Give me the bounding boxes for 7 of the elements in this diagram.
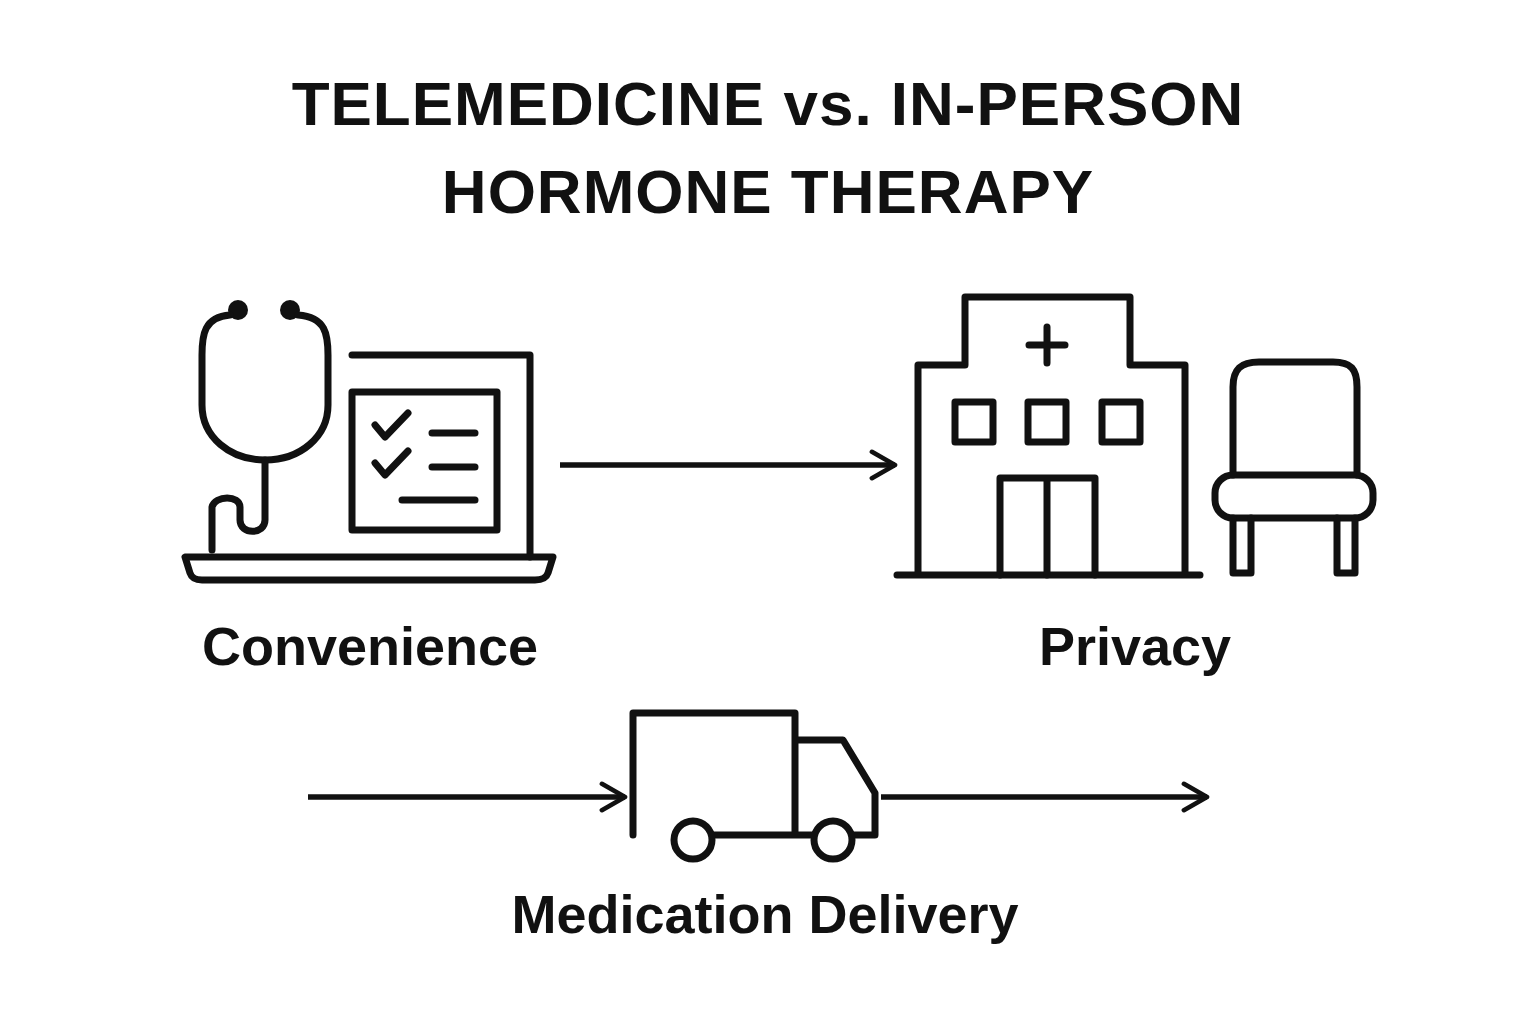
- title: TELEMEDICINE vs. IN-PERSON HORMONE THERAPY: [290, 68, 1246, 228]
- arrow: [308, 781, 628, 813]
- node-label: Convenience: [200, 615, 540, 677]
- arrow: [560, 449, 898, 481]
- node-label: Privacy: [1037, 615, 1233, 677]
- arrow: [881, 781, 1210, 813]
- node-label: Medication Delivery: [510, 883, 1020, 945]
